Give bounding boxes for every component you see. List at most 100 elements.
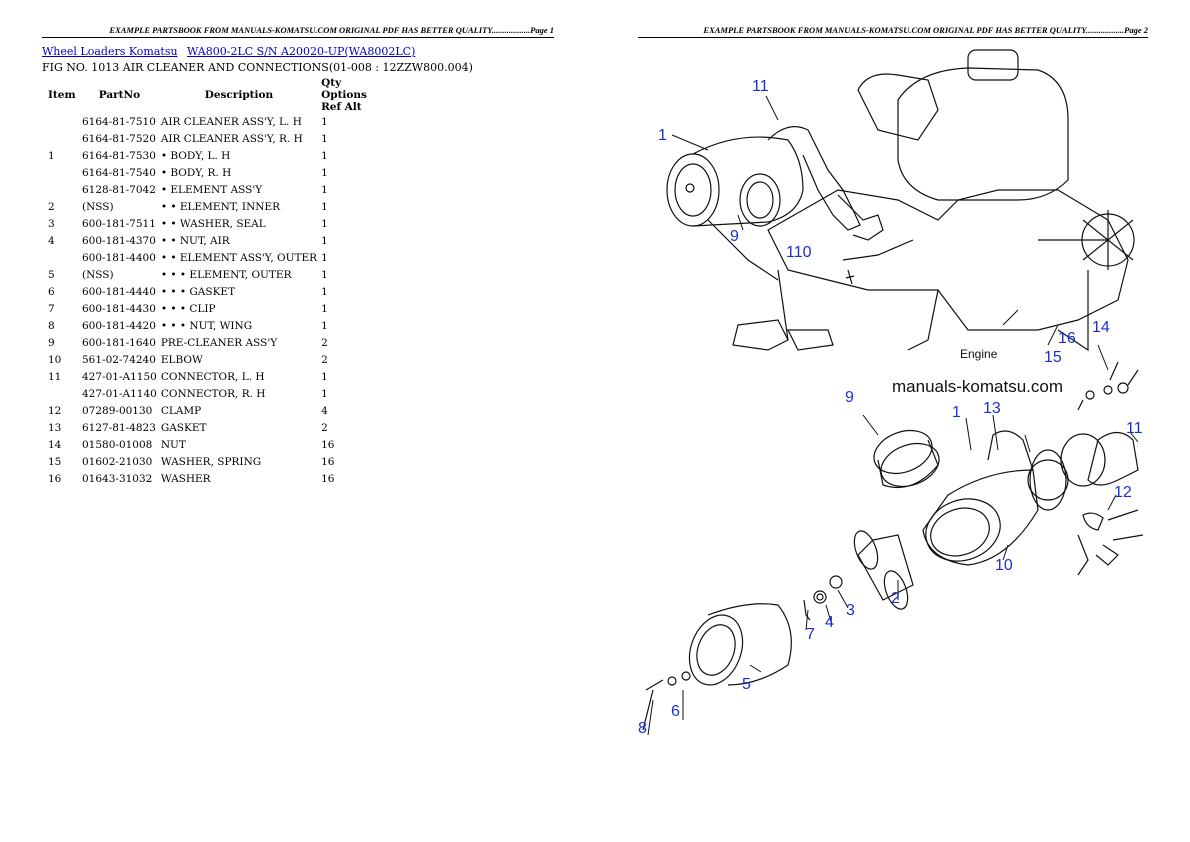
cell-qty: 1 <box>321 234 328 247</box>
cell-partno: 6128-81-7042 <box>82 183 156 196</box>
callout-9: 9 <box>730 228 739 245</box>
cell-partno: 01643-31032 <box>82 472 153 485</box>
watermark-text: manuals-komatsu.com <box>892 377 1064 396</box>
cell-qty: 1 <box>321 183 328 196</box>
cell-description: NUT <box>160 438 186 451</box>
cell-description: WASHER, SPRING <box>160 455 262 468</box>
callout-4: 4 <box>825 614 834 631</box>
cell-description: • • • NUT, WING <box>160 319 253 332</box>
cell-qty: 1 <box>321 268 328 281</box>
cell-qty: 1 <box>321 149 328 162</box>
cell-partno: 07289-00130 <box>82 404 153 417</box>
callout-1-lower: 1 <box>952 404 961 421</box>
cell-item: 12 <box>48 404 62 417</box>
cell-qty: 1 <box>321 370 328 383</box>
table-row: 4 600-181-4370 • • NUT, AIR 1 <box>42 232 369 249</box>
cell-qty: 4 <box>321 404 328 417</box>
cell-item <box>42 113 80 130</box>
cell-qty: 1 <box>321 115 328 128</box>
cell-partno: 01602-21030 <box>82 455 153 468</box>
breadcrumb-link-model[interactable]: WA800-2LC S/N A20020-UP(WA8002LC) <box>187 45 416 58</box>
cell-item <box>42 130 80 147</box>
breadcrumb-link-category[interactable]: Wheel Loaders Komatsu <box>42 45 178 58</box>
cell-qty: 1 <box>321 251 328 264</box>
cell-item: 2 <box>48 200 55 213</box>
cell-item: 15 <box>48 455 62 468</box>
cell-description: GASKET <box>160 421 207 434</box>
parts-diagram: 11 1 9 110 16 14 15 9 1 13 11 12 10 2 3 … <box>638 40 1148 800</box>
column-header-item: Item <box>48 89 76 101</box>
cell-qty: 2 <box>321 353 328 366</box>
cell-description: • BODY, L. H <box>160 149 231 162</box>
callout-12: 12 <box>1114 484 1132 501</box>
cell-item: 4 <box>48 234 55 247</box>
cell-partno: 600-181-4370 <box>82 234 156 247</box>
cell-item: 9 <box>48 336 55 349</box>
callout-7: 7 <box>806 626 815 643</box>
cell-description: • • • ELEMENT, OUTER <box>160 268 292 281</box>
cell-item: 14 <box>48 438 62 451</box>
callout-6: 6 <box>671 703 680 720</box>
parts-diagram-svg <box>642 49 1144 736</box>
cell-description: CONNECTOR, R. H <box>160 387 266 400</box>
cell-qty: 1 <box>321 200 328 213</box>
cell-item: 5 <box>48 268 55 281</box>
table-row: 15 01602-21030 WASHER, SPRING 16 <box>42 453 369 470</box>
cell-qty: 1 <box>321 132 328 145</box>
table-row: 14 01580-01008 NUT 16 <box>42 436 369 453</box>
cell-qty: 2 <box>321 421 328 434</box>
cell-description: • • NUT, AIR <box>160 234 230 247</box>
cell-partno: 600-181-4420 <box>82 319 156 332</box>
breadcrumb: Wheel Loaders Komatsu WA800-2LC S/N A200… <box>42 45 421 58</box>
cell-partno: (NSS) <box>82 200 114 213</box>
cell-qty: 16 <box>321 455 335 468</box>
cell-item: 16 <box>48 472 62 485</box>
cell-description: • • ELEMENT ASS'Y, OUTER <box>160 251 318 264</box>
cell-description: CLAMP <box>160 404 202 417</box>
callout-leader-lines <box>647 95 1139 736</box>
cell-qty: 2 <box>321 336 328 349</box>
cell-item: 3 <box>48 217 55 230</box>
table-header-row: Item PartNo Description Qty Options Ref … <box>42 77 369 113</box>
exploded-view-drawing <box>642 361 1144 731</box>
cell-partno: 6127-81-4823 <box>82 421 156 434</box>
cell-description: • • • CLIP <box>160 302 216 315</box>
page-header-right: EXAMPLE PARTSBOOK FROM MANUALS-KOMATSU.C… <box>638 25 1148 38</box>
cell-qty: 16 <box>321 472 335 485</box>
figure-title: FIG NO. 1013 AIR CLEANER AND CONNECTIONS… <box>42 61 473 74</box>
parts-table: Item PartNo Description Qty Options Ref … <box>42 77 369 487</box>
cell-description: • • ELEMENT, INNER <box>160 200 281 213</box>
cell-partno: 600-181-7511 <box>82 217 156 230</box>
callout-11-lower: 11 <box>1126 420 1143 437</box>
callout-8: 8 <box>638 720 647 737</box>
cell-description: ELBOW <box>160 353 203 366</box>
callout-2: 2 <box>891 590 900 607</box>
cell-description: AIR CLEANER ASS'Y, L. H <box>160 115 302 128</box>
callout-10: 10 <box>995 557 1013 574</box>
cell-qty: 16 <box>321 438 335 451</box>
cell-description: CONNECTOR, L. H <box>160 370 265 383</box>
page-header-left: EXAMPLE PARTSBOOK FROM MANUALS-KOMATSU.C… <box>42 25 554 38</box>
cell-partno: (NSS) <box>82 268 114 281</box>
cell-item <box>42 385 80 402</box>
callout-13: 13 <box>983 400 1001 417</box>
cell-description: • • WASHER, SEAL <box>160 217 266 230</box>
cell-description: • BODY, R. H <box>160 166 232 179</box>
cell-item: 7 <box>48 302 55 315</box>
cell-item: 1 <box>48 149 55 162</box>
column-header-partno: PartNo <box>98 89 141 101</box>
cell-item: 13 <box>48 421 62 434</box>
cell-item: 6 <box>48 285 55 298</box>
cell-partno: 600-181-4440 <box>82 285 156 298</box>
column-header-qty-options: Qty Options Ref Alt <box>321 77 367 113</box>
cell-partno: 01580-01008 <box>82 438 153 451</box>
